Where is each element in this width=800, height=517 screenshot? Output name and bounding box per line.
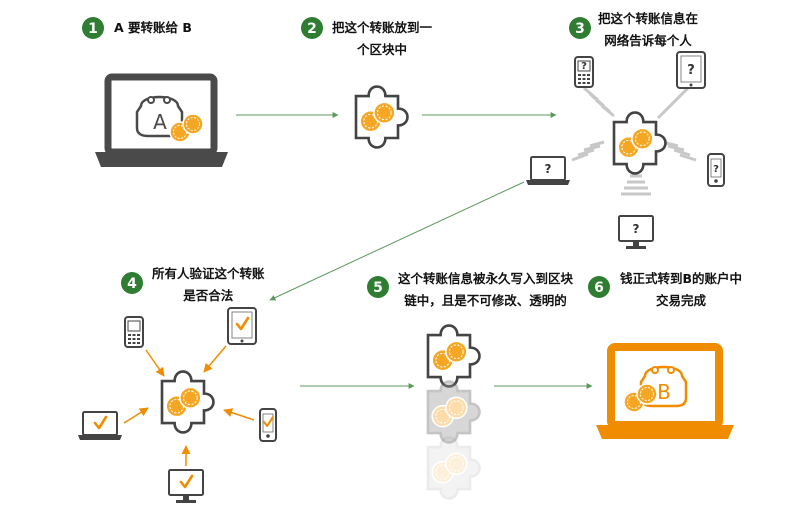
- step-3-number: 3: [575, 21, 585, 37]
- arrow-icon: [269, 181, 525, 301]
- wallet-b-letter: B: [657, 380, 671, 404]
- laptop-a-icon: A: [95, 73, 228, 167]
- tablet-unknown: ?: [676, 51, 706, 89]
- step-5-chain: [426, 326, 481, 500]
- step-1-label: A 要转账给 B: [114, 20, 192, 35]
- monitor-verified: [168, 469, 204, 504]
- tablet-verified: [227, 307, 257, 345]
- broadcast-waves: [571, 86, 697, 196]
- step-1-badge: 1: [82, 17, 104, 39]
- verify-arrows: [123, 345, 255, 466]
- step-5-badge: 5: [367, 276, 389, 298]
- mobile-unknown: ?: [707, 153, 725, 187]
- unknown-mark: ?: [581, 61, 587, 72]
- step-5-number: 5: [373, 280, 383, 296]
- step-2-block-icon: [356, 87, 407, 148]
- step-2-label: 把这个转账放到一 个区块中: [332, 20, 433, 57]
- chain-block-reflection: [426, 380, 481, 444]
- mobile-verified: [259, 408, 277, 442]
- step-6-number: 6: [594, 280, 604, 296]
- chain-block-reflection: [426, 436, 481, 500]
- step-4-number: 4: [127, 276, 137, 292]
- laptop-verified: [77, 411, 123, 441]
- unknown-mark: ?: [687, 63, 695, 78]
- unknown-mark: ?: [713, 164, 719, 175]
- step-3-network: ? ? ? ? ?: [525, 51, 725, 250]
- wallet-a-letter: A: [153, 110, 167, 134]
- step-2-badge: 2: [301, 17, 323, 39]
- step-6-label: 钱正式转到B的账户中 交易完成: [620, 271, 743, 308]
- flow-arrows: [236, 112, 593, 389]
- chain-block-icon: [428, 326, 479, 387]
- unknown-mark: ?: [633, 222, 640, 236]
- laptop-unknown: ?: [525, 156, 571, 186]
- phone-icon: [124, 316, 144, 348]
- step-6-badge: 6: [588, 276, 610, 298]
- monitor-unknown: ?: [618, 215, 654, 250]
- step-3-label: 把这个转账信息在 网络告诉每个人: [598, 11, 699, 48]
- laptop-b-icon: B: [596, 343, 734, 439]
- phone-unknown: ?: [574, 56, 594, 88]
- step-4-label: 所有人验证这个转账 是否合法: [152, 266, 265, 303]
- center-block-icon: [614, 113, 665, 174]
- step-1-number: 1: [88, 21, 98, 37]
- step-2-number: 2: [307, 21, 317, 37]
- unknown-mark: ?: [545, 162, 552, 176]
- step-4-badge: 4: [121, 272, 143, 294]
- step-4-verification: [77, 307, 277, 504]
- step-3-badge: 3: [569, 17, 591, 39]
- wallet-icon: A: [135, 95, 184, 138]
- center-block-icon: [162, 372, 213, 433]
- step-5-label: 这个转账信息被永久写入到区块 链中，且是不可修改、透明的: [398, 271, 574, 308]
